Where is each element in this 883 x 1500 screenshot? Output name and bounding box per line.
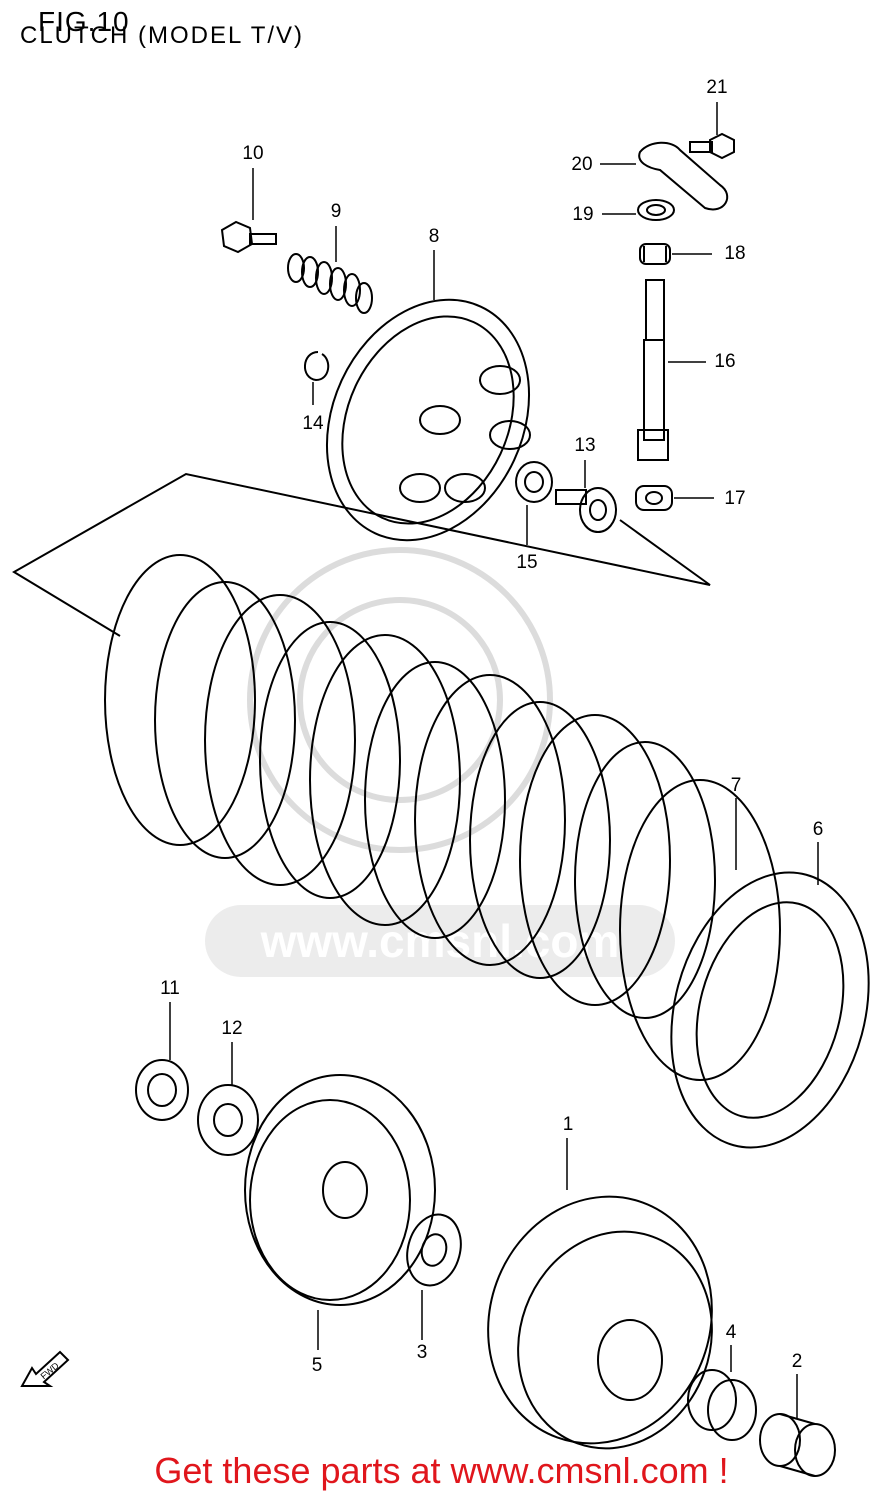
part-12-washer	[197, 1084, 259, 1156]
part-5-primary-driven-gear	[244, 1074, 436, 1306]
part-19-oil-seal	[637, 199, 675, 221]
part-15-bearing	[515, 461, 553, 503]
callout-19[interactable]: 19	[572, 204, 594, 225]
watermark-banner: www.cmsnl.com	[205, 905, 675, 977]
part-11-spacer	[135, 1059, 189, 1121]
part-9-spring	[287, 253, 373, 314]
callout-14[interactable]: 14	[302, 413, 324, 434]
callout-3[interactable]: 3	[416, 1342, 428, 1363]
figure-title: FIG.10	[38, 6, 130, 37]
callout-20[interactable]: 20	[571, 154, 593, 175]
callout-5[interactable]: 5	[311, 1355, 323, 1376]
part-13-push-piece	[555, 487, 617, 533]
callout-6[interactable]: 6	[812, 819, 824, 840]
part-14-circlip	[304, 351, 330, 382]
callout-8[interactable]: 8	[428, 226, 440, 247]
part-20-release-arm	[638, 141, 729, 211]
watermark-logo	[247, 547, 553, 853]
part-21-bolt	[689, 132, 735, 160]
callout-12[interactable]: 12	[221, 1018, 243, 1039]
part-2-spacer	[759, 1413, 836, 1477]
callout-18[interactable]: 18	[724, 243, 746, 264]
callout-17[interactable]: 17	[724, 488, 746, 509]
callout-10[interactable]: 10	[242, 143, 264, 164]
part-3-thrust-washer	[406, 1213, 462, 1287]
figure-subtitle: CLUTCH (MODEL T/V)	[20, 22, 305, 49]
callout-9[interactable]: 9	[330, 201, 342, 222]
callout-13[interactable]: 13	[574, 435, 596, 456]
part-4-needle-bearing	[687, 1369, 757, 1441]
plate-stack	[104, 554, 781, 1081]
callout-1[interactable]: 1	[562, 1114, 574, 1135]
footer-link[interactable]: Get these parts at www.cmsnl.com !	[154, 1450, 729, 1491]
callout-4[interactable]: 4	[725, 1322, 737, 1343]
callout-21[interactable]: 21	[706, 77, 728, 98]
callout-15[interactable]: 15	[516, 552, 538, 573]
part-8-pressure-plate	[325, 298, 531, 542]
callout-2[interactable]: 2	[791, 1351, 803, 1372]
part-18-bearing	[639, 243, 671, 265]
part-16-shaft	[637, 279, 669, 461]
leader-lines	[169, 102, 819, 1418]
callout-7[interactable]: 7	[730, 775, 742, 796]
plate-set-outline	[12, 472, 711, 637]
part-6-friction-plate	[670, 871, 870, 1149]
callout-16[interactable]: 16	[714, 351, 736, 372]
callout-11[interactable]: 11	[160, 978, 180, 999]
fwd-arrow-icon: FWD	[20, 1350, 70, 1387]
part-10-bolt	[220, 220, 277, 254]
part-17-bearing	[635, 485, 673, 511]
part-1-clutch-housing	[487, 1195, 713, 1450]
